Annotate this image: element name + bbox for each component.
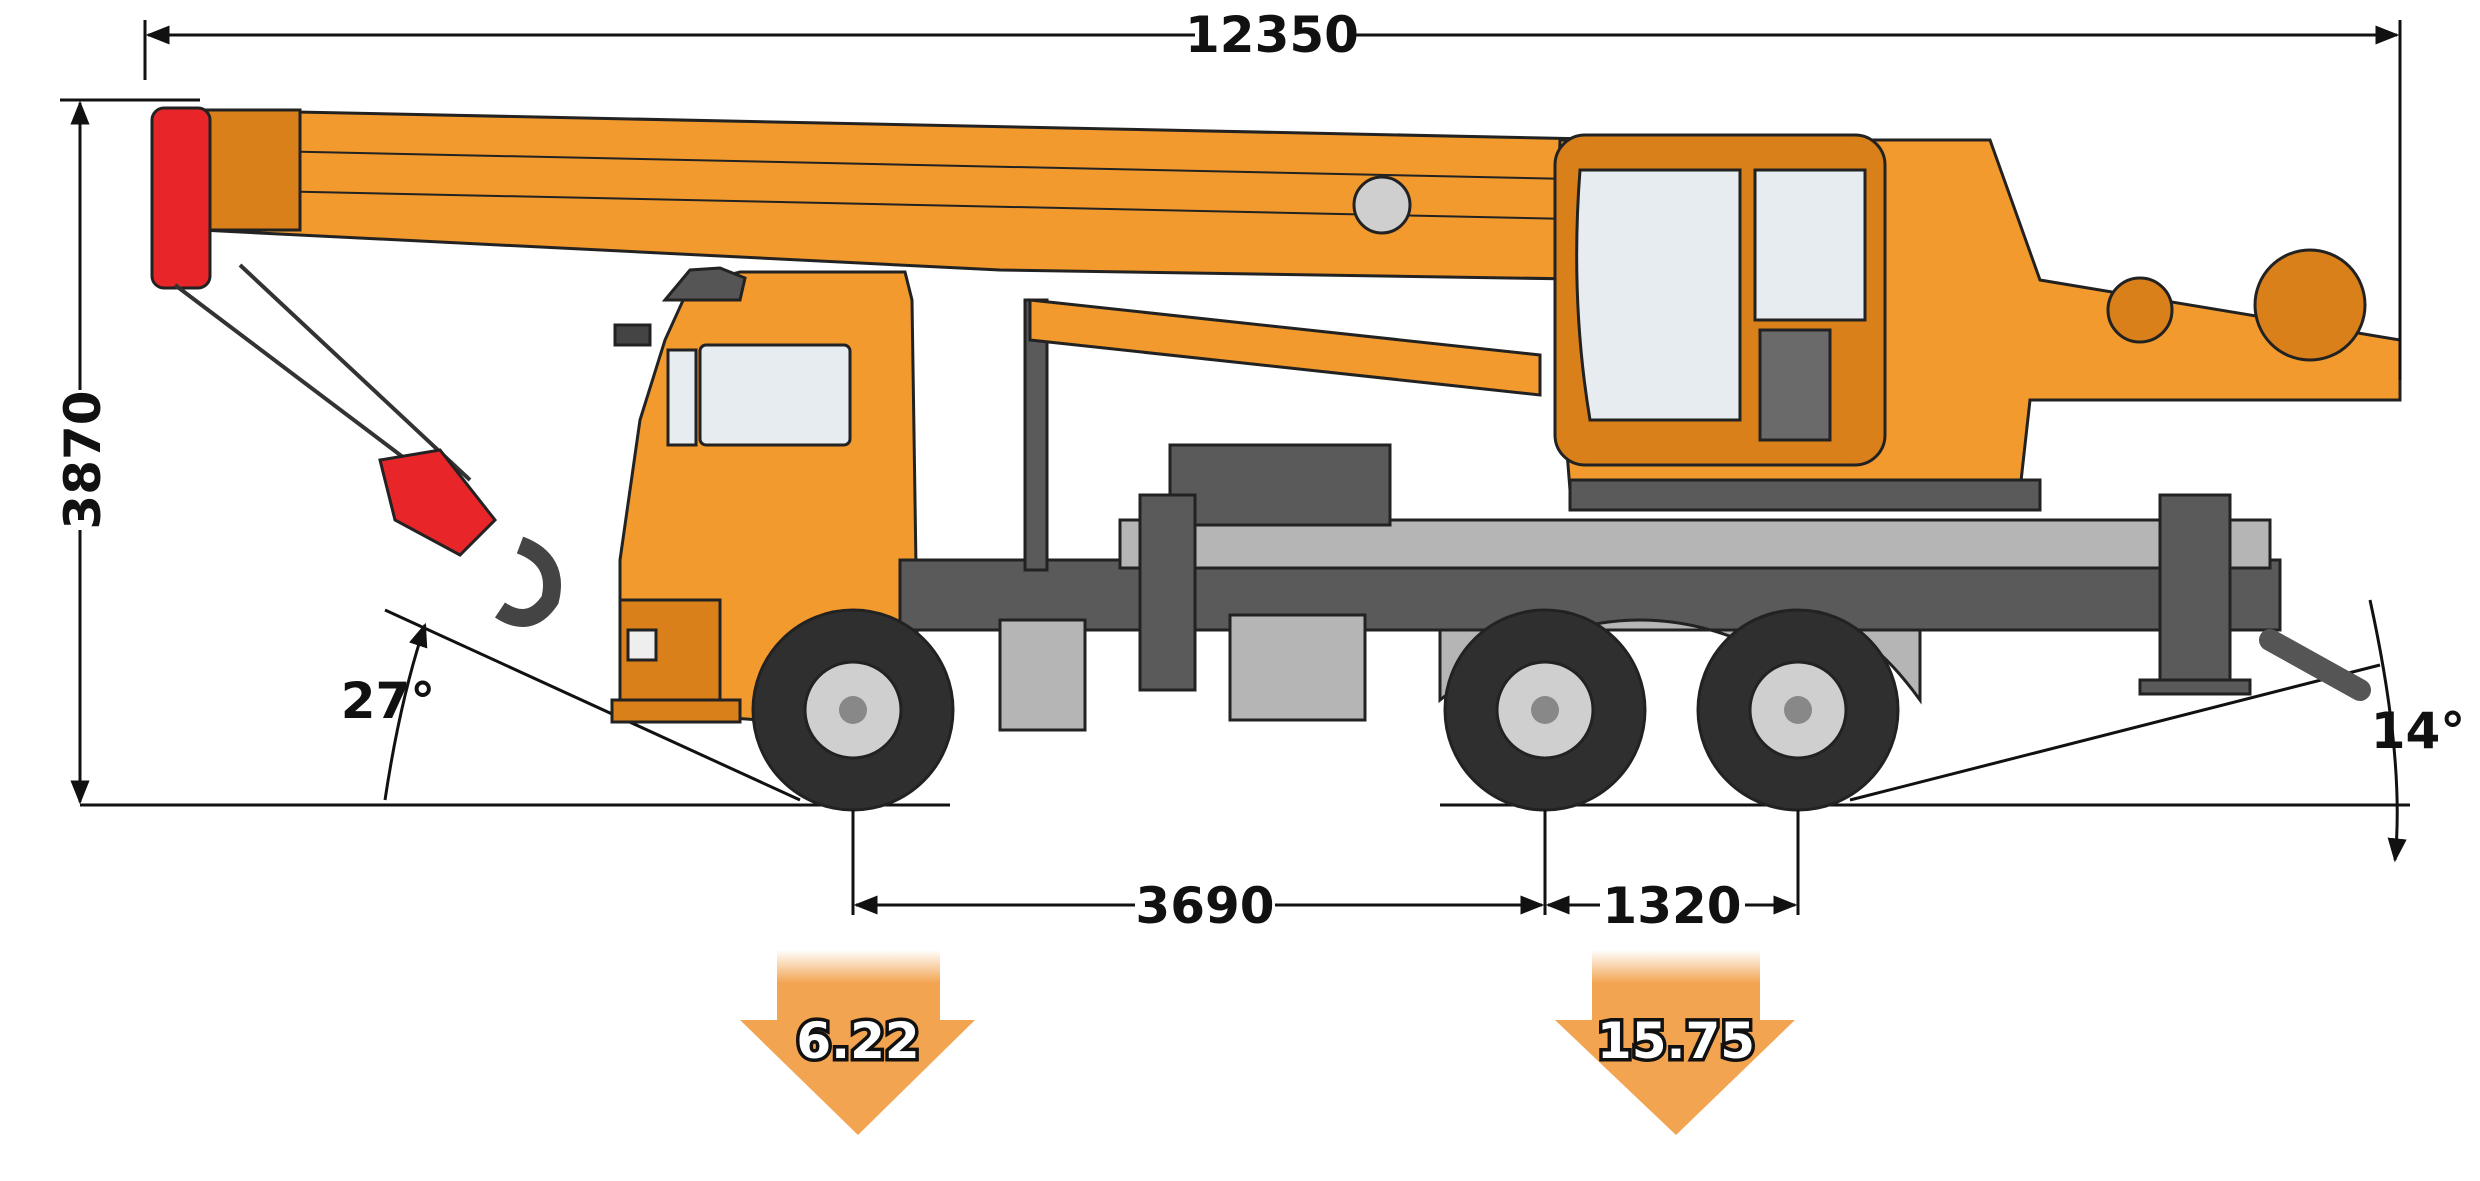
wheelbase-rear-label: 1320: [1602, 877, 1741, 935]
truck-cab: [610, 266, 920, 724]
wheelbase-front-label: 3690: [1135, 877, 1274, 935]
rear-outrigger: [2158, 493, 2232, 692]
hook: [495, 536, 561, 627]
toolbox: [1228, 613, 1367, 722]
outrigger-pad-rear: [2138, 678, 2252, 696]
luffing-cylinder: [1028, 298, 1542, 397]
hook-assembly: [150, 106, 561, 627]
turntable-base: [1568, 478, 2042, 512]
deck-platform: [1118, 518, 2272, 570]
tow-bar: [2259, 629, 2371, 701]
rear-axle-load-label: 15.75: [1597, 1012, 1755, 1070]
front-axle-load-label: 6.22: [796, 1012, 919, 1070]
chassis: [898, 298, 2371, 732]
engine-block: [1168, 443, 1392, 527]
operator-seat: [1758, 328, 1832, 442]
dimension-overall-length: 12350: [143, 6, 2402, 380]
winch-drum: [2253, 248, 2367, 362]
front-bumper: [610, 698, 742, 724]
cabin-glass-front: [1575, 168, 1742, 422]
ground-lines: [80, 608, 2410, 807]
rear-wheel-1: [1443, 608, 1647, 812]
departure-angle-label: 14°: [2371, 702, 2466, 760]
front-wheel: [751, 608, 955, 812]
dimension-approach-angle: 27°: [341, 622, 436, 801]
cab-window: [698, 343, 852, 447]
front-outrigger: [1138, 493, 1197, 692]
overall-length-label: 12350: [1185, 6, 1359, 64]
hoist-cable-2: [238, 263, 472, 482]
hook-block: [378, 448, 498, 557]
cab-side-window: [666, 348, 698, 447]
headlight: [626, 628, 658, 662]
hydraulic-tank: [998, 618, 1087, 732]
cabin-glass-side: [1753, 168, 1867, 322]
mirror: [613, 323, 652, 347]
boom-head-red: [150, 106, 212, 290]
frame-rail: [898, 558, 2282, 632]
dimension-overall-height: 3870: [54, 98, 200, 805]
crane-superstructure: [198, 108, 2402, 512]
boom-pulley: [1352, 175, 1412, 235]
overall-height-label: 3870: [54, 390, 112, 529]
boom-section-tips: [198, 108, 302, 232]
hoist-cable-1: [173, 283, 422, 472]
approach-angle-label: 27°: [341, 672, 436, 730]
rear-wheel-2: [1696, 608, 1900, 812]
dimension-departure-angle: 14°: [2368, 599, 2466, 863]
rear-axle-load-arrow: 15.75: [1555, 950, 1795, 1135]
front-axle-load-arrow: 6.22: [740, 950, 975, 1135]
winch-motor: [2106, 276, 2174, 344]
cab-sunvisor: [661, 266, 747, 302]
dimension-wheelbase: 3690 1320: [851, 810, 1800, 935]
